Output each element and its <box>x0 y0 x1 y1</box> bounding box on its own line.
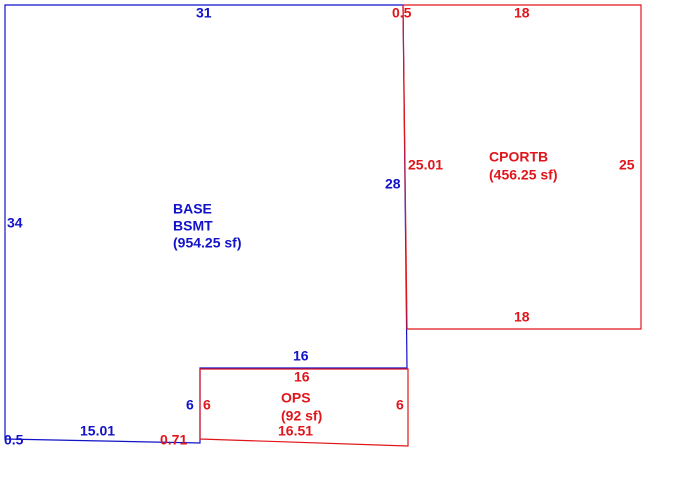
carport-bottom-dimension: 18 <box>514 309 530 325</box>
base-area-name-line1: BASE <box>173 201 212 217</box>
base-notch-side-dimension: 6 <box>186 397 194 413</box>
base-left-dimension: 34 <box>7 215 23 231</box>
porch-bottom-dimension: 16.51 <box>278 423 313 439</box>
base-bottom-left-dimension: 0.5 <box>4 432 24 448</box>
porch-outline <box>199 368 409 447</box>
porch-area-name: OPS <box>281 390 311 406</box>
porch-top-dimension: 16 <box>294 369 310 385</box>
base-bottom-dimension: 15.01 <box>80 423 115 439</box>
carport-area: 0.5 18 25.01 25 18 CPORTB (456.25 sf) <box>392 4 642 330</box>
carport-top-dimension: 18 <box>514 5 530 21</box>
porch-right-dimension: 6 <box>396 397 404 413</box>
carport-area-size: (456.25 sf) <box>489 167 557 183</box>
carport-outline <box>402 4 642 330</box>
base-right-dimension: 28 <box>385 176 401 192</box>
porch-left-dimension: 6 <box>203 397 211 413</box>
porch-area-size: (92 sf) <box>281 408 322 424</box>
carport-right-dimension: 25 <box>619 157 635 173</box>
carport-left-dimension: 25.01 <box>408 157 443 173</box>
carport-area-name: CPORTB <box>489 149 548 165</box>
porch-area: 16 6 6 16.51 0.71 OPS (92 sf) <box>160 368 409 448</box>
base-notch-top-dimension: 16 <box>293 348 309 364</box>
base-bsmt-area: 31 34 28 16 6 15.01 0.5 BASE BSMT (954.2… <box>4 4 408 448</box>
base-area-name-line2: BSMT <box>173 218 213 234</box>
porch-bottom-left-dimension: 0.71 <box>160 432 187 448</box>
carport-top-left-dimension: 0.5 <box>392 5 412 21</box>
base-area-size: (954.25 sf) <box>173 235 241 251</box>
base-top-dimension: 31 <box>196 5 212 21</box>
